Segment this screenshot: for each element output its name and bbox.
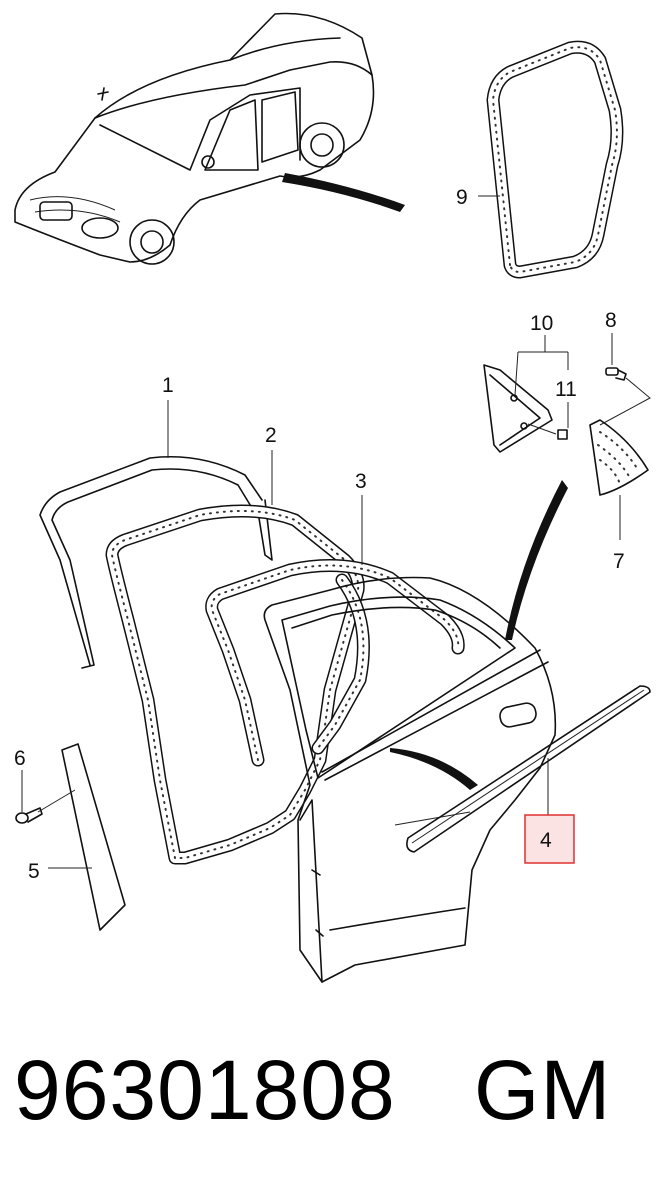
callout-1: 1	[162, 374, 174, 397]
callout-2: 2	[265, 424, 277, 447]
callout-6: 6	[14, 747, 26, 770]
rear-door-shell	[263, 480, 568, 983]
part-4-belt-moulding	[406, 685, 651, 853]
brand-label: GM	[474, 1043, 612, 1137]
part-8-bolt	[599, 333, 651, 426]
part-10-garnish	[483, 335, 569, 453]
callout-8: 8	[605, 309, 617, 332]
part-11-clip	[527, 402, 569, 440]
callout-7: 7	[613, 550, 625, 573]
callout-3: 3	[355, 470, 367, 493]
parts-diagram: 1 2 3 5 6 7 8 9 10 11 4	[14, 12, 651, 983]
part-7-sail-cover	[589, 419, 649, 540]
part-6-screw	[15, 770, 76, 824]
callout-11: 11	[555, 378, 577, 401]
part-3-door-weatherstrip	[205, 495, 465, 767]
highlighted-callout: 4	[524, 814, 575, 864]
callout-labels: 1 2 3 5 6 7 8 9 10 11	[14, 186, 625, 883]
callout-9: 9	[456, 186, 468, 209]
part-number: 96301808	[14, 1043, 396, 1137]
highlight-box	[524, 814, 575, 864]
part-9-frame-weatherstrip	[478, 40, 624, 279]
part-5-pillar-garnish	[48, 743, 126, 931]
part-2-body-weatherstrip	[105, 450, 365, 865]
car-illustration	[14, 12, 405, 265]
callout-5: 5	[28, 860, 40, 883]
callout-4: 4	[540, 829, 552, 852]
part-1-door-moulding	[39, 400, 273, 669]
callout-10: 10	[530, 312, 553, 335]
